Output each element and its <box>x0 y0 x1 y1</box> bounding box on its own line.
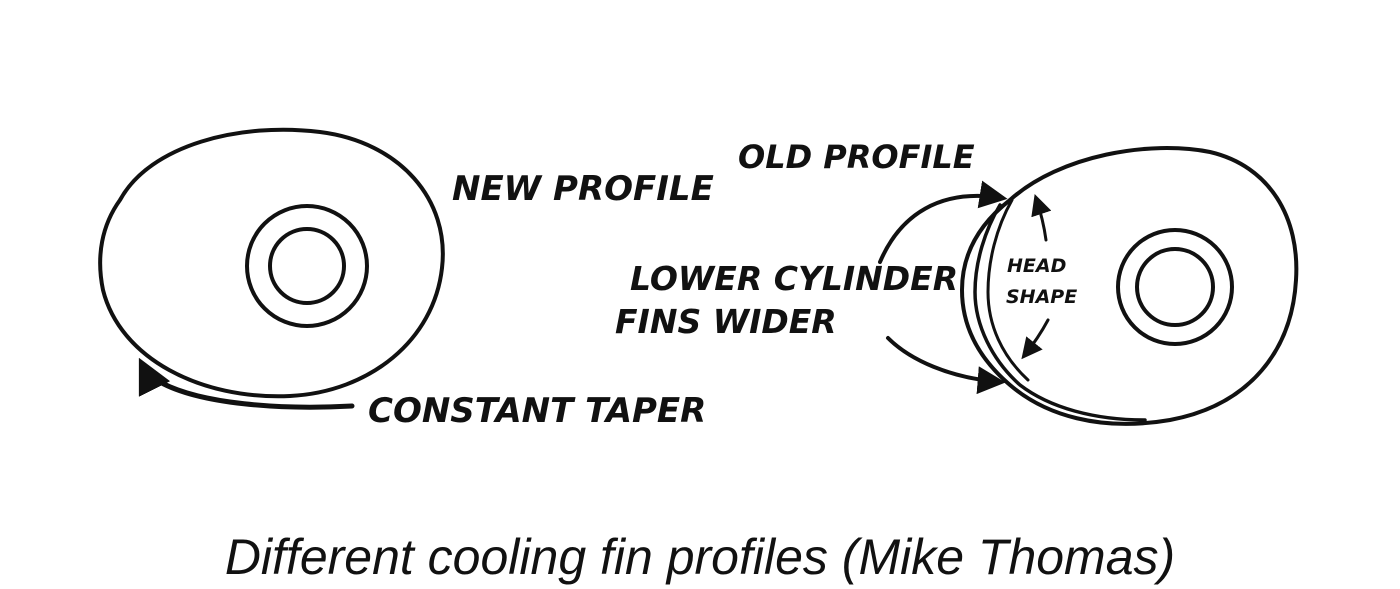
head-shape-label-line2: SHAPE <box>1006 286 1077 308</box>
new-profile-figure <box>98 127 445 410</box>
old-profile-outline <box>960 146 1299 426</box>
lower-cylinder-arrow <box>886 336 1006 395</box>
head-shape-arrow-down <box>1021 318 1050 360</box>
constant-taper-label: CONSTANT TAPER <box>368 391 706 431</box>
lower-cylinder-label-line1: LOWER CYLINDER <box>630 259 958 298</box>
head-shape-arrow-up <box>1031 194 1052 242</box>
constant-taper-arrow <box>138 357 355 410</box>
old-profile-arrow <box>878 180 1008 264</box>
figure-caption: Different cooling fin profiles (Mike Tho… <box>224 529 1176 585</box>
old-profile-label: OLD PROFILE <box>738 138 975 176</box>
new-profile-label: NEW PROFILE <box>452 169 714 209</box>
new-profile-outer-ring <box>245 204 369 328</box>
old-profile-figure <box>878 146 1299 426</box>
head-shape-label-line1: HEAD <box>1007 255 1066 277</box>
old-profile-outer-ring <box>1116 228 1234 346</box>
lower-cylinder-label-line2: FINS WIDER <box>615 302 837 341</box>
new-profile-bore <box>268 227 346 305</box>
head-shape-outline <box>973 203 1147 422</box>
old-profile-bore <box>1135 247 1215 327</box>
new-profile-outline <box>98 127 445 399</box>
head-shape-outline-inner <box>986 198 1030 382</box>
